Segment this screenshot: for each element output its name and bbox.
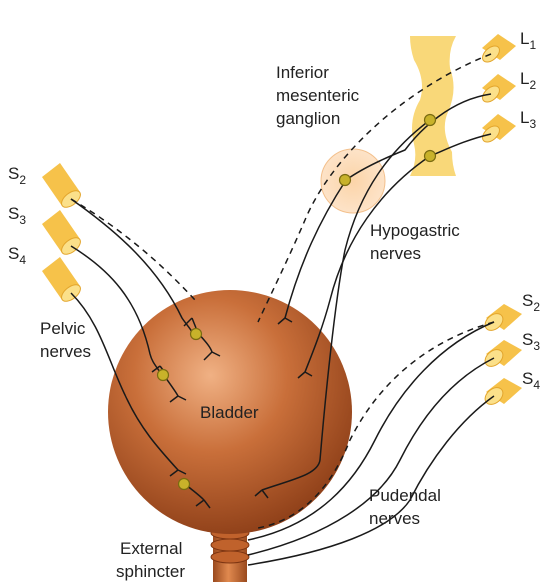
bladder-label: Bladder: [200, 403, 259, 422]
hypogastric-line-2: nerves: [370, 244, 421, 263]
hypogastric-line-1: Hypogastric: [370, 221, 460, 240]
label-l1: L1: [520, 29, 536, 52]
label-l3: L3: [520, 108, 536, 131]
label-l2: L2: [520, 69, 536, 92]
sphincter-label: External sphincter: [116, 539, 185, 581]
label-s2-left: S2: [8, 164, 26, 187]
pelvic-line-1: Pelvic: [40, 319, 86, 338]
svg-text:ganglion: ganglion: [276, 109, 340, 128]
label-s3-right: S3: [522, 330, 540, 353]
svg-text:Pelvic: Pelvic: [40, 319, 86, 338]
root-l1: [480, 34, 516, 65]
pudendal-line-1: Pudendal: [369, 486, 441, 505]
sphincter-line-1: External: [120, 539, 182, 558]
root-s4-right: [482, 378, 522, 408]
sacral-roots-left: [42, 163, 83, 305]
root-s3-right: [482, 340, 522, 370]
svg-text:nerves: nerves: [369, 509, 420, 528]
root-l2: [480, 74, 516, 105]
label-s2-right: S2: [522, 291, 540, 314]
ganglion-line-2: mesenteric: [276, 86, 360, 105]
svg-text:nerves: nerves: [370, 244, 421, 263]
svg-text:Pudendal: Pudendal: [369, 486, 441, 505]
svg-text:sphincter: sphincter: [116, 562, 185, 581]
pudendal-line-2: nerves: [369, 509, 420, 528]
root-l3: [480, 114, 516, 145]
svg-text:External: External: [120, 539, 182, 558]
ganglion-halo: [321, 149, 385, 213]
ganglion-line-1: Inferior: [276, 63, 329, 82]
root-s2-right: [482, 304, 522, 334]
lumbar-roots: [480, 34, 516, 145]
ganglion-line-3: ganglion: [276, 109, 340, 128]
sphincter-line-2: sphincter: [116, 562, 185, 581]
hypogastric-label: Hypogastric nerves: [370, 221, 460, 263]
label-s4-right: S4: [522, 369, 540, 392]
pelvic-line-2: nerves: [40, 342, 91, 361]
label-s4-left: S4: [8, 244, 26, 267]
svg-text:nerves: nerves: [40, 342, 91, 361]
svg-text:Inferior: Inferior: [276, 63, 329, 82]
ganglion-label: Inferior mesenteric ganglion: [276, 63, 360, 128]
svg-text:mesenteric: mesenteric: [276, 86, 360, 105]
pelvic-label: Pelvic nerves: [40, 319, 91, 361]
root-s4-left: [42, 257, 83, 305]
label-s3-left: S3: [8, 204, 26, 227]
svg-text:Hypogastric: Hypogastric: [370, 221, 460, 240]
sacral-roots-right: [482, 304, 522, 408]
